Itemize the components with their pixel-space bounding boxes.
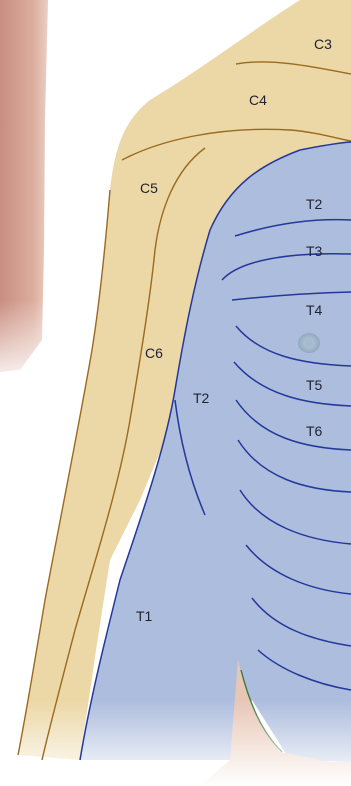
label-t2-arm: T2: [193, 390, 210, 406]
label-c3: C3: [314, 36, 332, 52]
bottom-fade: [0, 700, 351, 786]
label-t4: T4: [306, 302, 323, 318]
label-t1: T1: [136, 608, 153, 624]
label-c6: C6: [145, 345, 163, 361]
label-t5: T5: [306, 377, 323, 393]
label-c4: C4: [249, 92, 267, 108]
nipple-center: [305, 339, 313, 347]
label-t3: T3: [306, 243, 323, 259]
label-c5: C5: [140, 180, 158, 196]
background-skin-fade: [0, 300, 44, 375]
label-t6: T6: [306, 423, 323, 439]
label-t2-chest: T2: [306, 196, 323, 212]
